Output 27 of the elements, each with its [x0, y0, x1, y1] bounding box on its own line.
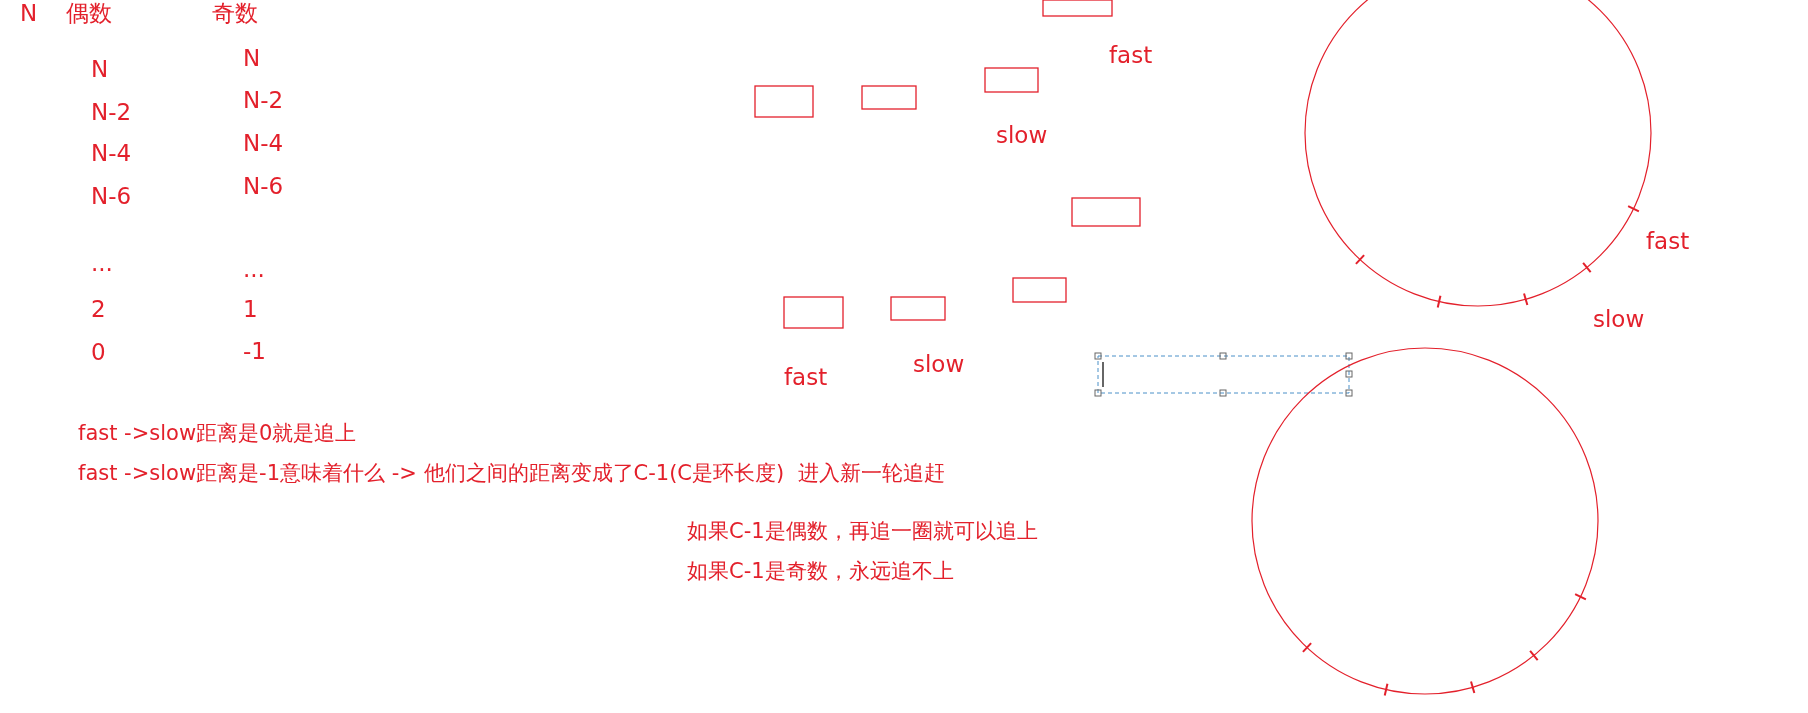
pointer-label: fast [784, 364, 828, 390]
pointer-label: fast [1646, 228, 1690, 254]
sequence-value: ... [91, 250, 113, 276]
sequence-value: N-6 [243, 173, 284, 199]
sequence-value: N [91, 56, 109, 82]
note-text: fast ->slow距离是-1意味着什么 -> 他们之间的距离变成了C-1(C是环长度) 进入新一轮追赶 [78, 460, 945, 486]
sequence-value: N-6 [91, 183, 132, 209]
sequence-value: N-2 [243, 87, 284, 113]
pointer-label: slow [996, 122, 1048, 148]
column-heading: 奇数 [212, 0, 258, 26]
column-heading: N [20, 0, 38, 26]
sequence-value: N-4 [91, 140, 132, 166]
sequence-value: ... [243, 256, 265, 282]
sequence-value: N [243, 45, 261, 71]
sequence-value: 0 [91, 339, 106, 365]
note-text: 如果C-1是奇数，永远追不上 [687, 558, 954, 584]
sequence-value: -1 [243, 338, 266, 364]
note-text: fast ->slow距离是0就是追上 [78, 420, 357, 446]
sequence-value: 2 [91, 296, 106, 322]
pointer-label: slow [1593, 306, 1645, 332]
pointer-label: fast [1109, 42, 1153, 68]
sequence-value: 1 [243, 296, 258, 322]
sequence-value: N-4 [243, 130, 284, 156]
pointer-label: slow [913, 351, 965, 377]
column-heading: 偶数 [66, 0, 112, 26]
sequence-value: N-2 [91, 99, 132, 125]
note-text: 如果C-1是偶数，再追一圈就可以追上 [687, 518, 1038, 544]
